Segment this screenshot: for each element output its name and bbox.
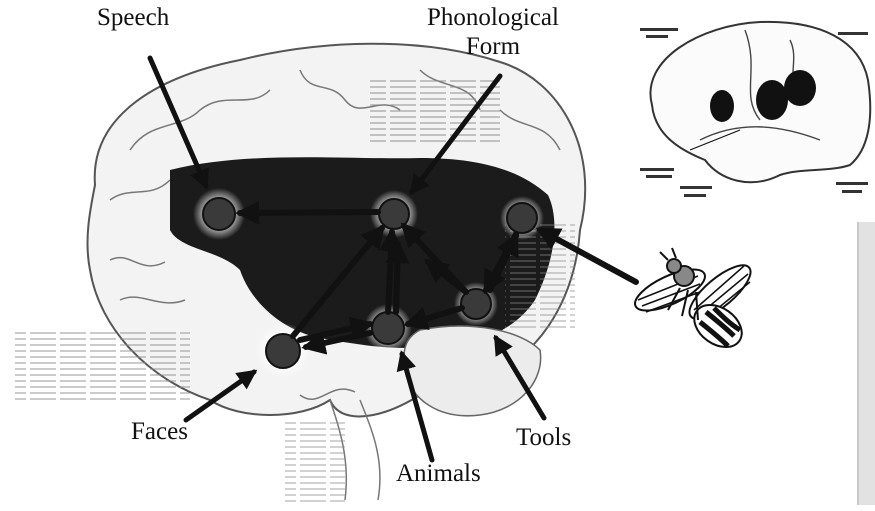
article-text-block-bottom	[285, 420, 345, 505]
inset-brain-diagram	[640, 22, 870, 197]
label-phonological-line2: Form	[427, 33, 559, 62]
cerebellum	[404, 326, 541, 416]
label-faces: Faces	[131, 418, 188, 447]
arrow-animals-to-phonological-2	[396, 244, 398, 312]
label-phonological-line1: Phonological	[427, 4, 559, 33]
label-phonological-form: Phonological Form	[427, 4, 559, 62]
label-speech: Speech	[97, 4, 169, 33]
inset-broca-area	[710, 90, 734, 122]
bee-icon	[630, 248, 758, 356]
node-insect-area	[500, 196, 544, 240]
article-text-block-left	[15, 330, 190, 400]
node-faces	[255, 323, 311, 379]
article-text-block-top	[370, 80, 500, 142]
inset-auditory-area	[756, 80, 788, 120]
arrow-animals-to-phonological	[388, 232, 392, 312]
label-tools: Tools	[516, 424, 571, 453]
inset-wernicke-area	[784, 70, 816, 106]
side-grey-panel	[857, 222, 875, 505]
label-animals: Animals	[396, 460, 481, 489]
arrow-phonological-to-speech	[240, 212, 378, 213]
